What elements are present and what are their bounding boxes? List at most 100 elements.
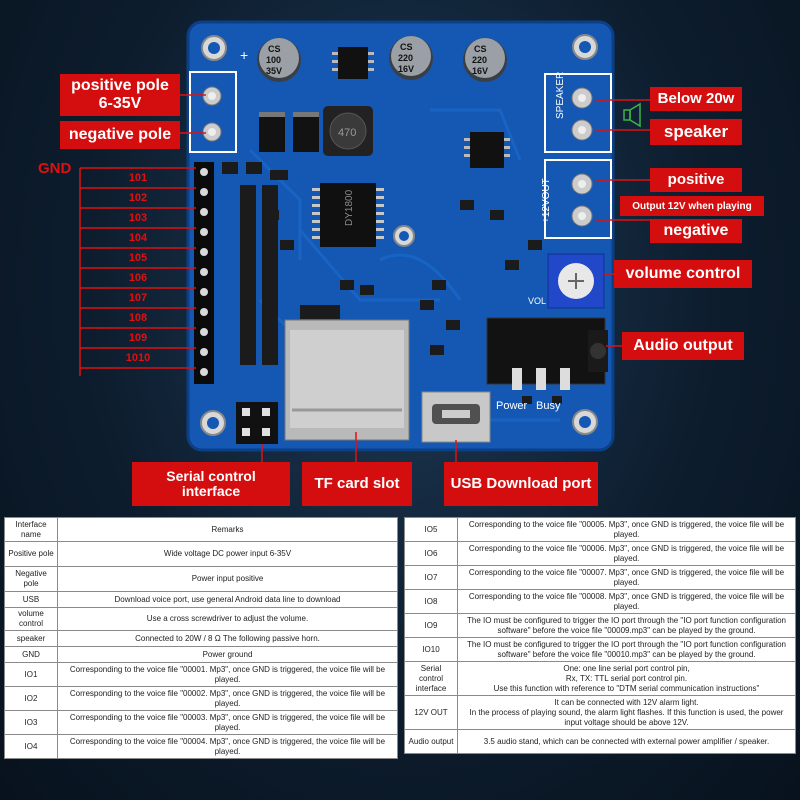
row-remarks: Corresponding to the voice file "00002. … [57, 686, 398, 711]
table-header-row: Interface name Remarks [4, 517, 398, 542]
row-remarks: Power ground [57, 646, 398, 663]
main-chip [320, 183, 376, 247]
svg-text:Busy: Busy [536, 400, 561, 412]
row-remarks: 3.5 audio stand, which can be connected … [457, 729, 796, 754]
row-name: volume control [4, 607, 58, 631]
capacitor-100uf [257, 38, 301, 82]
row-remarks: The IO must be configured to trigger the… [457, 637, 796, 662]
row-name: Negative pole [4, 566, 58, 592]
svg-text:Power: Power [496, 400, 528, 412]
svg-text:CS: CS [268, 44, 281, 54]
row-name: IO4 [4, 734, 58, 759]
row-name: 12V OUT [404, 695, 458, 730]
svg-text:35V: 35V [266, 66, 282, 76]
io-label-2: 102 [128, 192, 148, 204]
diode-2 [293, 112, 319, 152]
callout-speaker: speaker [650, 119, 742, 145]
io-label-5: 105 [128, 252, 148, 264]
header-remarks: Remarks [57, 517, 398, 542]
row-name: Audio output [404, 729, 458, 754]
io-label-6: 106 [128, 272, 148, 284]
row-name: IO3 [4, 710, 58, 735]
callout-negative: negative [650, 219, 742, 243]
svg-text:CS: CS [474, 44, 487, 54]
io-label-7: 107 [128, 292, 148, 304]
row-name: IO1 [4, 662, 58, 687]
io-label-10: 1010 [125, 352, 151, 364]
diode-1 [259, 112, 285, 152]
callout-audio-output: Audio output [622, 332, 744, 360]
row-remarks: Corresponding to the voice file "00005. … [457, 517, 796, 542]
ic-top [338, 47, 368, 79]
svg-text:16V: 16V [472, 66, 488, 76]
row-remarks: Wide voltage DC power input 6-35V [57, 541, 398, 567]
row-name: IO8 [404, 589, 458, 614]
row-remarks: Use a cross screwdriver to adjust the vo… [57, 607, 398, 631]
callout-below-20w: Below 20w [650, 87, 742, 111]
svg-text:220: 220 [398, 53, 413, 63]
row-remarks: Corresponding to the voice file "00006. … [457, 541, 796, 566]
callout-volume-control: volume control [614, 260, 752, 288]
row-remarks: Corresponding to the voice file "00008. … [457, 589, 796, 614]
row-remarks: Corresponding to the voice file "00004. … [57, 734, 398, 759]
svg-text:100: 100 [266, 55, 281, 65]
row-remarks: Corresponding to the voice file "00003. … [57, 710, 398, 735]
pcb-board-illustration: + CS 100 35V CS 220 16V CS 220 16V 470 D… [79, 20, 650, 462]
row-remarks: The IO must be configured to trigger the… [457, 613, 796, 638]
row-name: IO9 [404, 613, 458, 638]
callout-positive-pole: positive pole 6-35V [60, 74, 180, 116]
speaker-icon [623, 102, 641, 128]
io-label-8: 108 [128, 312, 148, 324]
speaker-terminal-outline [544, 73, 612, 153]
svg-text:VOL: VOL [528, 296, 546, 306]
callout-tf-card: TF card slot [302, 462, 412, 506]
svg-text:470: 470 [338, 127, 356, 139]
row-name: USB [4, 591, 58, 608]
io-label-9: 109 [128, 332, 148, 344]
row-name: Serial control interface [404, 661, 458, 696]
row-remarks: Connected to 20W / 8 Ω The following pas… [57, 630, 398, 647]
row-remarks: Download voice port, use general Android… [57, 591, 398, 608]
row-remarks: It can be connected with 12V alarm light… [457, 695, 796, 730]
capacitor-220uf-a [389, 36, 433, 80]
io-label-4: 104 [128, 232, 148, 244]
row-name: GND [4, 646, 58, 663]
gnd-label: GND [38, 160, 72, 177]
callout-output-12v: Output 12V when playing [620, 196, 764, 216]
row-remarks: Corresponding to the voice file "00001. … [57, 662, 398, 687]
power-terminal-outline [189, 71, 237, 153]
row-name: IO6 [404, 541, 458, 566]
io-leader-lines [79, 167, 196, 376]
row-remarks: Corresponding to the voice file "00007. … [457, 565, 796, 590]
ic-amp [470, 132, 504, 168]
io-label-3: 103 [128, 212, 148, 224]
svg-text:DY1800: DY1800 [344, 189, 355, 226]
row-name: IO2 [4, 686, 58, 711]
row-name: Positive pole [4, 541, 58, 567]
row-remarks: Power input positive [57, 566, 398, 592]
row-name: speaker [4, 630, 58, 647]
callout-usb-download: USB Download port [444, 462, 598, 506]
svg-text:16V: 16V [398, 64, 414, 74]
row-name: IO5 [404, 517, 458, 542]
svg-text:CS: CS [400, 42, 413, 52]
callout-positive: positive [650, 168, 742, 192]
